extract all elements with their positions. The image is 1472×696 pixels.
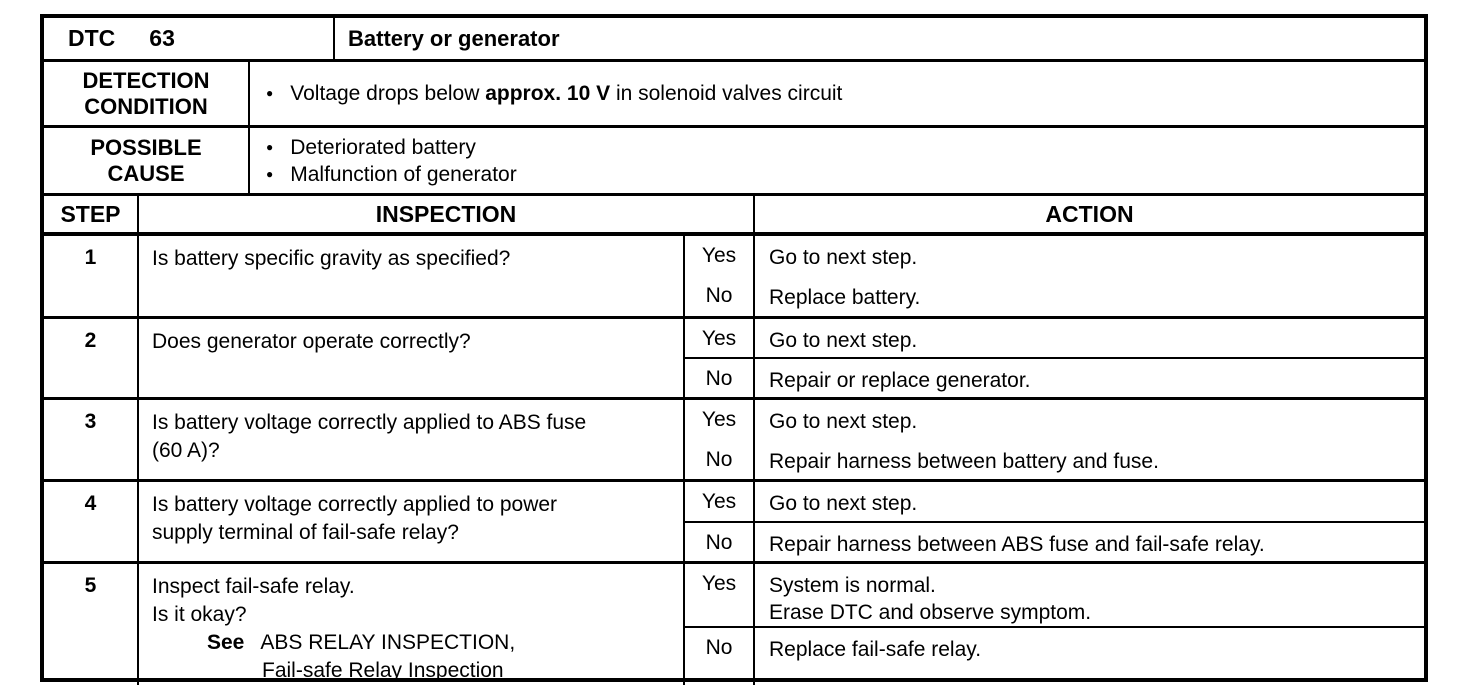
inspection-text: Inspect fail-safe relay. (152, 575, 355, 598)
step-number: 4 (44, 482, 139, 561)
inspection-text: Does generator operate correctly? (152, 330, 471, 353)
yes-action: Go to next step. (769, 410, 918, 433)
yes-label: Yes (685, 400, 755, 440)
bullet-icon: ● (266, 86, 274, 100)
see-reference-line2: Fail-safe Relay Inspection (262, 659, 504, 682)
inspection-text: Is it okay? (152, 603, 247, 626)
possible-cause-label: POSSIBLE CAUSE (44, 128, 250, 193)
detection-condition-item: ● Voltage drops below approx. 10 V in so… (266, 80, 1424, 107)
possible-cause-content: ● Deteriorated battery ● Malfunction of … (250, 128, 1424, 193)
table-row-step-3: 3 Is battery voltage correctly applied t… (44, 400, 1424, 482)
yes-action-line2: Erase DTC and observe symptom. (769, 601, 1092, 624)
yes-action: Go to next step. (769, 246, 918, 269)
yes-subrow: Yes Go to next step. (685, 400, 1424, 440)
detection-condition-label-line2: CONDITION (84, 93, 208, 119)
no-subrow: No Repair or replace generator. (685, 357, 1424, 397)
no-label: No (685, 522, 755, 561)
column-header-action: ACTION (1045, 200, 1134, 227)
result-cells: Yes System is normal. Erase DTC and obse… (685, 564, 1424, 685)
yes-subrow: Yes Go to next step. (685, 319, 1424, 357)
no-subrow: No Repair harness between battery and fu… (685, 439, 1424, 479)
yes-subrow: Yes Go to next step. (685, 236, 1424, 276)
dtc-header-row: DTC 63 Battery or generator (44, 18, 1424, 62)
detection-condition-content: ● Voltage drops below approx. 10 V in so… (250, 62, 1424, 125)
detection-condition-text: Voltage drops below approx. 10 V in sole… (290, 80, 842, 107)
no-action: Replace battery. (769, 286, 921, 309)
column-header-step: STEP (44, 196, 139, 232)
possible-cause-label-line2: CAUSE (107, 160, 185, 186)
inspection-text: Is battery voltage correctly applied to … (152, 493, 558, 516)
no-subrow: No Replace battery. (685, 276, 1424, 316)
possible-cause-label-line1: POSSIBLE (90, 134, 202, 160)
result-cells: Yes Go to next step. No Repair harness b… (685, 482, 1424, 561)
column-header-inspection: INSPECTION (139, 196, 755, 232)
step-number: 3 (44, 400, 139, 479)
dtc-label: DTC (68, 25, 116, 51)
inspection-cell: Is battery voltage correctly applied to … (139, 482, 685, 561)
see-label: See (207, 631, 245, 654)
dtc-diagnostic-table: DTC 63 Battery or generator DETECTION CO… (40, 14, 1428, 685)
dtc-code-cell: DTC 63 (44, 18, 335, 59)
dtc-code: 63 (149, 25, 175, 51)
possible-cause-row: POSSIBLE CAUSE ● Deteriorated battery ● … (44, 128, 1424, 196)
see-reference-line1: See ABS RELAY INSPECTION, (152, 629, 669, 657)
table-row-step-4: 4 Is battery voltage correctly applied t… (44, 482, 1424, 564)
no-label: No (685, 439, 755, 479)
yes-action: Go to next step. (769, 329, 918, 352)
detection-condition-label: DETECTION CONDITION (44, 62, 250, 125)
no-action: Replace fail-safe relay. (769, 638, 982, 661)
step-number: 5 (44, 564, 139, 685)
column-header-row: STEP INSPECTION ACTION (44, 196, 1424, 236)
yes-label: Yes (685, 564, 755, 626)
inspection-cell: Is battery voltage correctly applied to … (139, 400, 685, 479)
possible-cause-item: ● Deteriorated battery (266, 134, 1424, 161)
no-label: No (685, 276, 755, 316)
possible-cause-text-2: Malfunction of generator (290, 162, 517, 186)
table-row-step-2: 2 Does generator operate correctly? Yes … (44, 319, 1424, 400)
result-cells: Yes Go to next step. No Repair or replac… (685, 319, 1424, 397)
no-action: Repair or replace generator. (769, 369, 1031, 392)
no-label: No (685, 359, 755, 397)
detection-text-prefix: Voltage drops below (290, 82, 486, 105)
inspection-cell: Inspect fail-safe relay. Is it okay? See… (139, 564, 685, 685)
yes-label: Yes (685, 319, 755, 357)
possible-cause-text-1: Deteriorated battery (290, 135, 476, 159)
table-row-step-1: 1 Is battery specific gravity as specifi… (44, 236, 1424, 319)
inspection-text: Is battery voltage correctly applied to … (152, 411, 587, 434)
inspection-text: Is battery specific gravity as specified… (152, 247, 511, 270)
inspection-text: (60 A)? (152, 439, 220, 462)
detection-condition-row: DETECTION CONDITION ● Voltage drops belo… (44, 62, 1424, 128)
no-subrow: No Replace fail-safe relay. (685, 626, 1424, 685)
step-number: 2 (44, 319, 139, 397)
yes-action: Go to next step. (769, 492, 918, 515)
yes-subrow: Yes System is normal. Erase DTC and obse… (685, 564, 1424, 626)
possible-cause-item: ● Malfunction of generator (266, 161, 1424, 188)
detection-text-suffix: in solenoid valves circuit (610, 82, 843, 105)
result-cells: Yes Go to next step. No Replace battery. (685, 236, 1424, 316)
dtc-title: Battery or generator (348, 25, 560, 51)
table-row-step-5: 5 Inspect fail-safe relay. Is it okay? S… (44, 564, 1424, 685)
result-cells: Yes Go to next step. No Repair harness b… (685, 400, 1424, 479)
yes-action: System is normal. Erase DTC and observe … (755, 564, 1424, 626)
inspection-cell: Is battery specific gravity as specified… (139, 236, 685, 316)
yes-action-line1: System is normal. (769, 574, 936, 597)
no-label: No (685, 628, 755, 685)
yes-subrow: Yes Go to next step. (685, 482, 1424, 521)
no-subrow: No Repair harness between ABS fuse and f… (685, 520, 1424, 561)
no-action: Repair harness between ABS fuse and fail… (769, 532, 1265, 556)
bullet-icon: ● (266, 166, 274, 181)
yes-label: Yes (685, 236, 755, 276)
inspection-cell: Does generator operate correctly? (139, 319, 685, 397)
see-reference-text: ABS RELAY INSPECTION, (260, 631, 516, 654)
bullet-icon: ● (266, 139, 274, 154)
step-number: 1 (44, 236, 139, 316)
detection-condition-label-line1: DETECTION (82, 67, 210, 93)
no-action: Repair harness between battery and fuse. (769, 449, 1159, 473)
detection-text-bold: approx. 10 V (485, 82, 611, 105)
inspection-text: supply terminal of fail-safe relay? (152, 521, 459, 544)
yes-label: Yes (685, 482, 755, 521)
